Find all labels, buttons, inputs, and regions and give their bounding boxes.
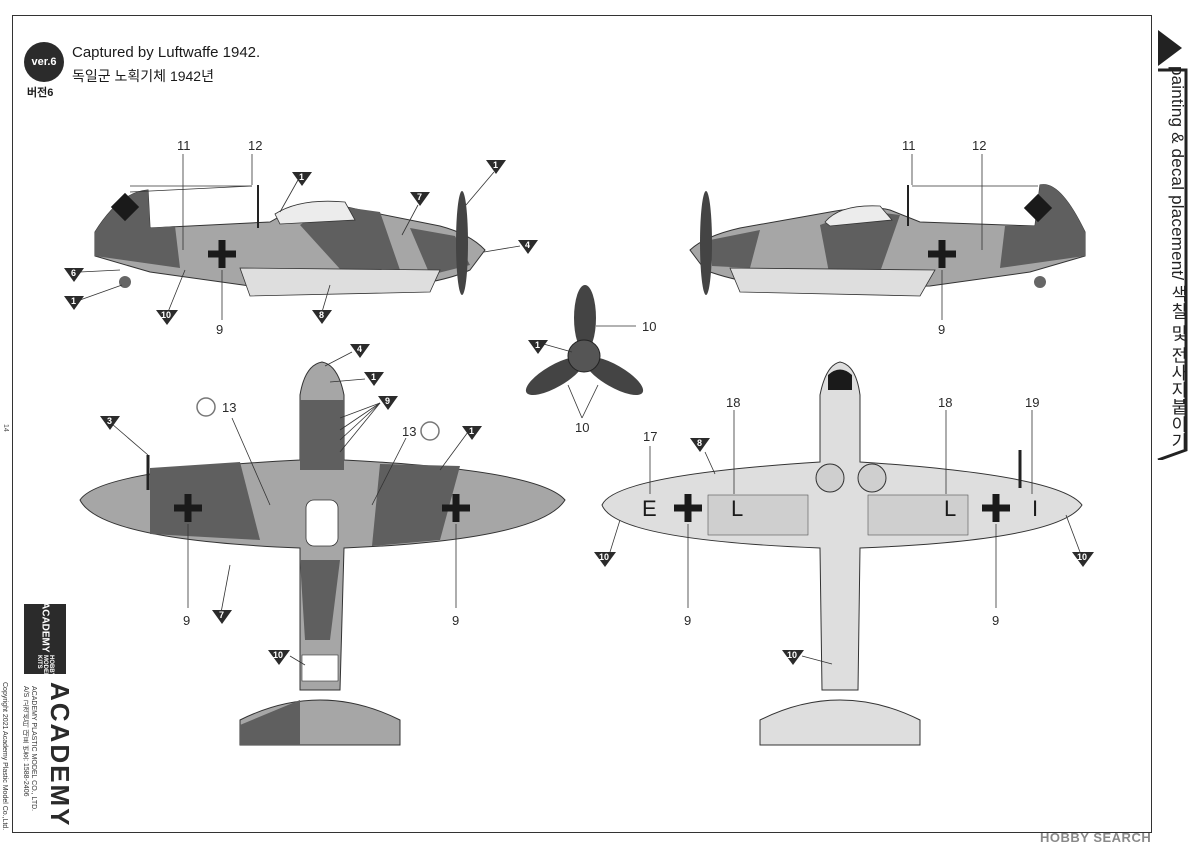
page-number: 14 [2, 424, 9, 432]
brand-box-name: ACADEMY [39, 601, 51, 653]
callout-9-bottom-right: 9 [992, 613, 999, 628]
scheme-title-korean: 독일군 노획기체 1942년 [72, 68, 214, 84]
callout-11-left: 11 [177, 138, 191, 153]
callout-tri-1-b: 1 [493, 160, 498, 170]
brand-box: ACADEMY HOBBY MODEL KITS [24, 601, 66, 677]
section-tab-label: painting & decal placement/ 색칠 및 전사지붙이기 [1168, 66, 1187, 450]
brand-service-line: A/S 고객센터 대표 번호: 1588-2406 [22, 686, 29, 797]
left-profile-view: 11 12 9 1 7 1 4 6 1 10 8 [64, 138, 538, 337]
copyright-note: Copyright 2021 Academy Plastic Model Co.… [1, 682, 8, 831]
callout-9-right: 9 [938, 322, 945, 337]
watermark: HOBBY SEARCH [1040, 830, 1152, 845]
top-view: 13 13 9 9 3 7 1 1 4 9 10 [79, 344, 566, 746]
callout-10-prop: 10 [642, 319, 656, 334]
callout-10-prop-b: 10 [575, 420, 589, 435]
callout-tri-9: 9 [385, 396, 390, 406]
callout-18-left: 18 [726, 395, 740, 410]
callout-tri-7-b: 7 [219, 610, 224, 620]
callout-17: 17 [643, 429, 657, 444]
callout-9-left: 9 [216, 322, 223, 337]
callout-11-right: 11 [902, 138, 916, 153]
section-tab [1157, 30, 1188, 460]
callout-12-left: 12 [248, 138, 262, 153]
bottom-view: E L L I 17 18 18 19 9 9 8 10 10 10 [594, 361, 1094, 746]
callout-tri-10-b: 10 [273, 650, 283, 660]
version-badge-korean: 버전6 [27, 87, 54, 99]
right-profile-view: 11 12 9 [689, 138, 1086, 337]
callout-tri-10-d: 10 [1077, 552, 1087, 562]
callout-13-top-left: 13 [222, 400, 236, 415]
callout-tri-4-a: 4 [525, 240, 530, 250]
callout-9-top-right: 9 [452, 613, 459, 628]
callout-tri-3: 3 [107, 416, 112, 426]
scheme-title-english: Captured by Luftwaffe 1942. [72, 44, 261, 61]
callout-tri-10-a: 10 [161, 310, 171, 320]
callout-tri-1-prop: 1 [535, 340, 540, 350]
callout-tri-4-b: 4 [357, 344, 362, 354]
brand-box-sub: HOBBY MODEL KITS [36, 654, 54, 677]
propeller-front-view: 10 10 1 [525, 285, 656, 435]
callout-tri-1-c: 1 [71, 296, 76, 306]
code-letter-e: E [642, 496, 657, 521]
code-letter-l-right: L [944, 496, 956, 521]
code-letter-l-left: L [731, 496, 743, 521]
callout-13-top-right: 13 [402, 424, 416, 439]
callout-tri-10-e: 10 [787, 650, 797, 660]
callout-tri-8-b: 8 [697, 438, 702, 448]
callout-18-right: 18 [938, 395, 952, 410]
callout-tri-1-d: 1 [469, 426, 474, 436]
callout-tri-10-c: 10 [599, 552, 609, 562]
callout-9-top-left: 9 [183, 613, 190, 628]
code-letter-i: I [1032, 496, 1038, 521]
version-badge: ver.6 [24, 42, 64, 82]
callout-12-right: 12 [972, 138, 986, 153]
page-frame [12, 15, 1152, 833]
callout-tri-1-e: 1 [371, 372, 376, 382]
callout-tri-8-a: 8 [319, 310, 324, 320]
callout-19: 19 [1025, 395, 1039, 410]
callout-tri-1-a: 1 [299, 172, 304, 182]
callout-tri-6: 6 [71, 268, 76, 278]
brand-logo: ACADEMY [45, 682, 75, 828]
brand-company: ACADEMY PLASTIC MODEL CO., LTD. [30, 686, 37, 812]
callout-9-bottom-left: 9 [684, 613, 691, 628]
callout-tri-7-a: 7 [417, 192, 422, 202]
